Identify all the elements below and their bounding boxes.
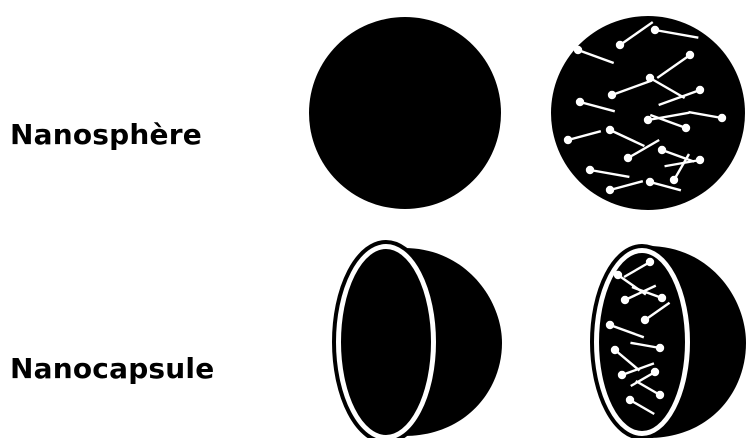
molecule-head (651, 26, 659, 34)
molecule-head (718, 114, 726, 122)
molecule-head (646, 258, 654, 266)
molecule-head (616, 41, 624, 49)
molecule-head (696, 86, 704, 94)
molecule-head (606, 186, 614, 194)
molecule-head (686, 51, 694, 59)
molecule-head (644, 116, 652, 124)
molecule-head (621, 296, 629, 304)
molecule-head (656, 391, 664, 399)
molecule-head (608, 91, 616, 99)
molecule-head (586, 166, 594, 174)
empty-nanocapsule-icon (334, 242, 502, 438)
molecule-head (611, 346, 619, 354)
molecule-head (606, 126, 614, 134)
loaded-nanocapsule-icon (592, 246, 746, 438)
molecule-head (618, 371, 626, 379)
molecule-head (670, 176, 678, 184)
molecule-head (614, 271, 622, 279)
molecule-head (624, 154, 632, 162)
molecule-head (658, 294, 666, 302)
molecule-head (576, 98, 584, 106)
molecule-head (641, 316, 649, 324)
molecule-head (658, 146, 666, 154)
molecule-head (626, 396, 634, 404)
molecule-head (651, 368, 659, 376)
loaded-nanosphere-icon (551, 16, 745, 210)
molecule-head (646, 74, 654, 82)
solid-nanosphere-icon (309, 17, 501, 209)
molecule-head (696, 156, 704, 164)
molecule-head (574, 46, 582, 54)
molecule-head (606, 321, 614, 329)
molecule-head (682, 124, 690, 132)
molecule-head (564, 136, 572, 144)
molecule-head (656, 344, 664, 352)
molecule-head (646, 178, 654, 186)
